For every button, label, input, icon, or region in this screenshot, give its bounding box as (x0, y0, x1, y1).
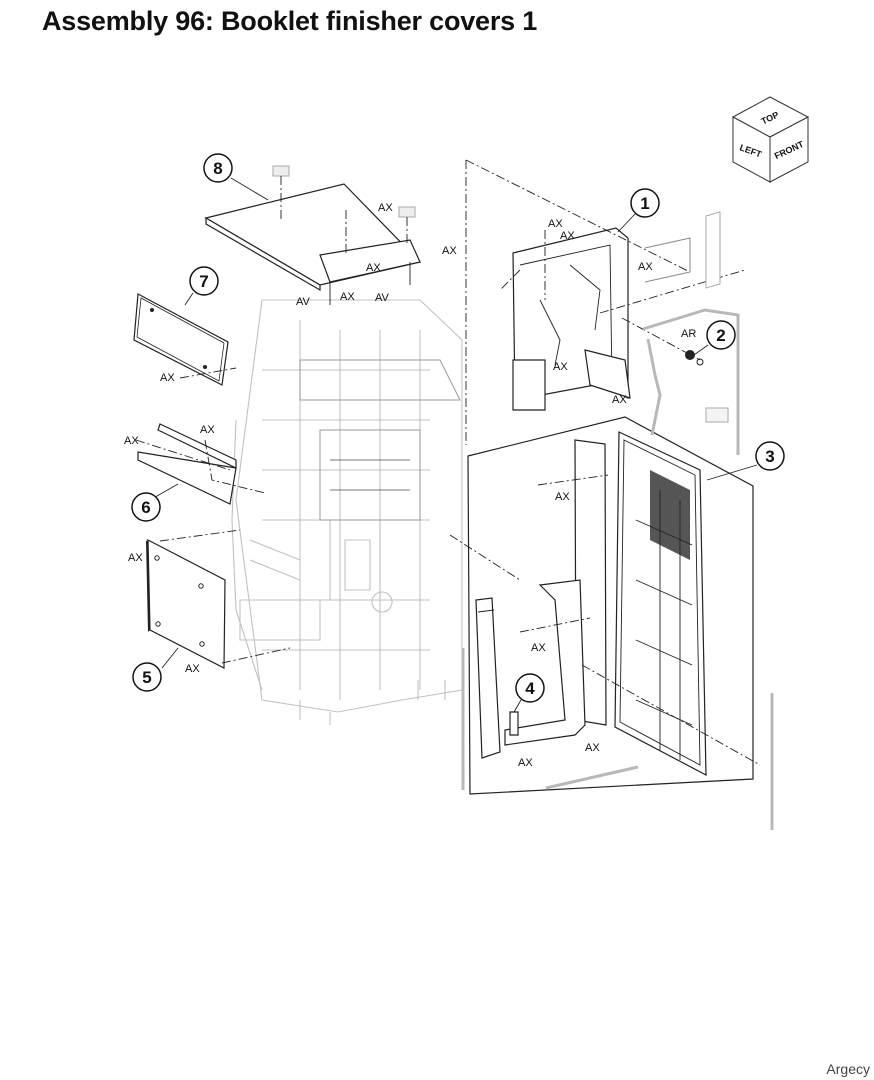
finisher-frame-ghost (231, 299, 463, 725)
svg-text:7: 7 (199, 272, 208, 291)
page-title: Assembly 96: Booklet finisher covers 1 (42, 6, 538, 36)
svg-text:1: 1 (640, 194, 649, 213)
svg-text:5: 5 (142, 668, 151, 687)
fastener-labels: AX AX AX AX AV AV AX AX AX AX AX AX AX A… (124, 202, 696, 769)
label-ax: AX (185, 663, 200, 675)
label-ax: AX (553, 361, 568, 373)
label-ax: AX (340, 291, 355, 303)
part-7-left-upper-panel (133, 293, 237, 386)
part-2-screw (621, 317, 704, 366)
callout-2: 2 (706, 320, 736, 350)
label-ax: AX (124, 435, 139, 447)
part-1-upper-rear-panel (465, 159, 746, 445)
label-ax: AX (638, 261, 653, 273)
cable-guides (461, 211, 774, 830)
label-ax: AX (442, 245, 457, 257)
svg-text:4: 4 (525, 679, 535, 698)
label-ax: AX (518, 757, 533, 769)
label-ax: AX (160, 372, 175, 384)
label-ax: AX (548, 218, 563, 230)
label-ax: AX (560, 230, 575, 242)
label-av: AV (375, 292, 390, 304)
svg-text:6: 6 (141, 498, 150, 517)
label-ax: AX (612, 394, 627, 406)
label-ax: AX (366, 262, 381, 274)
label-ax: AX (200, 424, 215, 436)
callout-3: 3 (755, 441, 785, 471)
label-ax: AX (585, 742, 600, 754)
footer-watermark: Argecy (826, 1061, 870, 1077)
callout-6: 6 (131, 492, 161, 522)
part-5-left-lower-cover (146, 529, 291, 669)
label-ax: AX (128, 552, 143, 564)
callout-1: 1 (630, 188, 660, 218)
svg-text:2: 2 (716, 326, 725, 345)
part-4-strip (475, 597, 519, 759)
label-ar: AR (681, 328, 696, 340)
callout-5: 5 (132, 662, 162, 692)
label-ax: AX (378, 202, 393, 214)
label-ax: AX (555, 491, 570, 503)
callout-8: 8 (203, 153, 233, 183)
label-av: AV (296, 296, 311, 308)
label-ax: AX (531, 642, 546, 654)
orientation-cube: TOP LEFT FRONT (731, 96, 810, 183)
part-6-tray-guide (135, 423, 266, 505)
part-3-front-door (449, 416, 761, 795)
callout-4: 4 (515, 673, 545, 703)
svg-text:3: 3 (765, 447, 774, 466)
part-8-top-cover (204, 165, 422, 305)
callout-7: 7 (189, 266, 219, 296)
svg-text:8: 8 (213, 159, 222, 178)
